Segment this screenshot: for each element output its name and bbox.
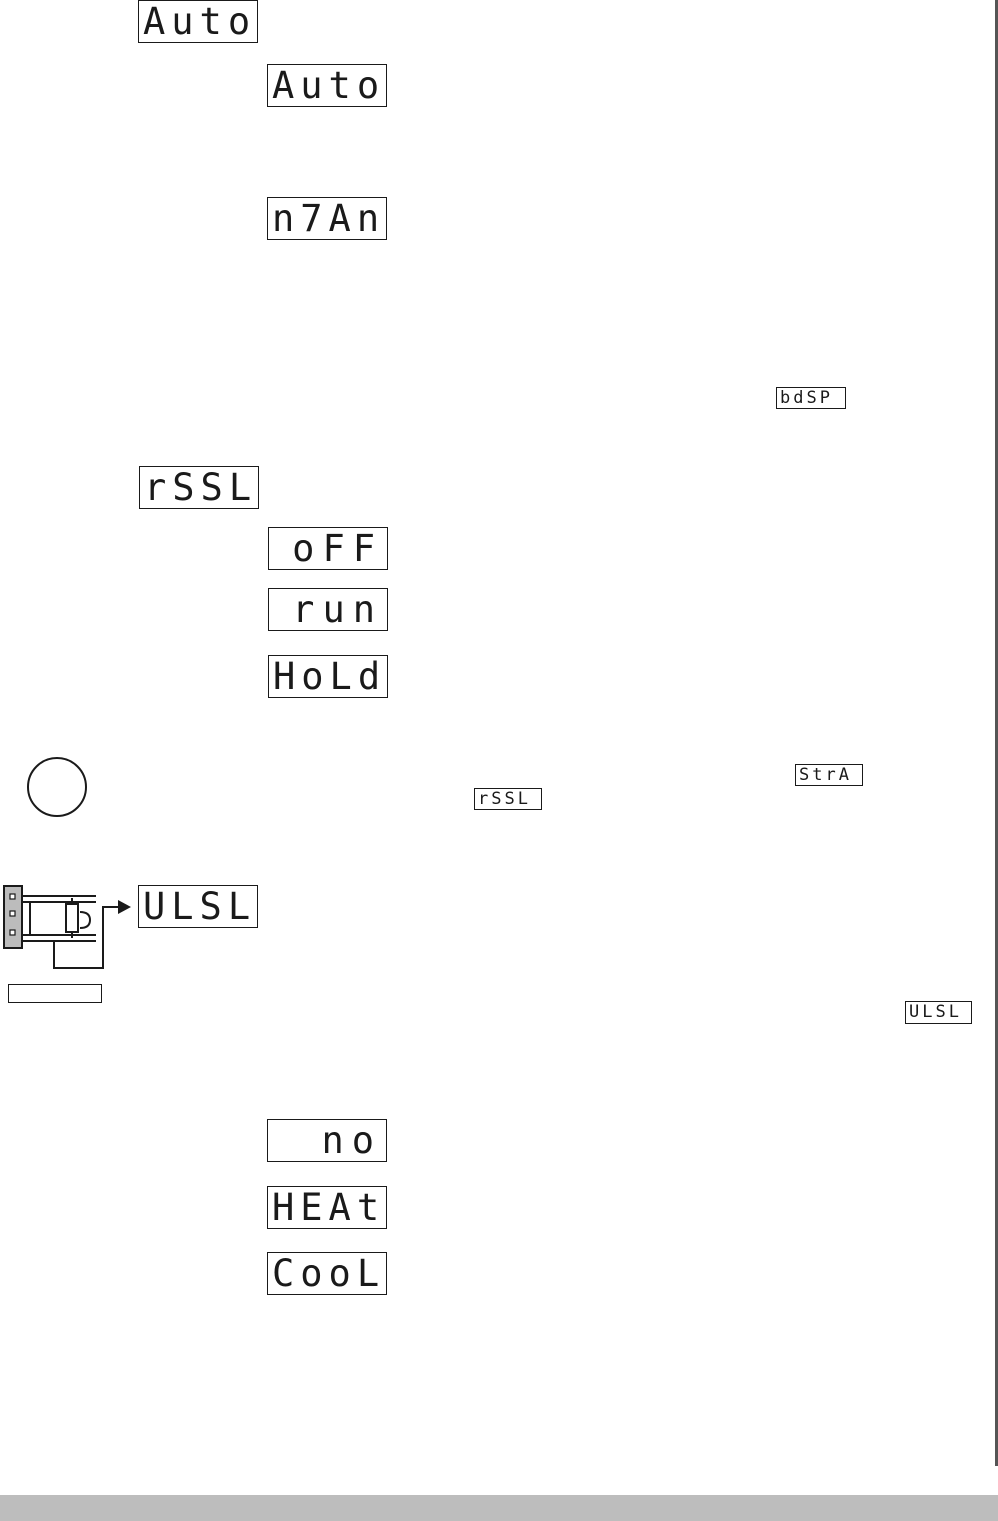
stra-inline-display: StrA [795, 764, 863, 786]
off-option-display: oFF [268, 527, 388, 570]
display-text: HoLd [273, 655, 387, 698]
bdsp-inline-display: bdSP [776, 387, 846, 409]
run-option-display: run [268, 588, 388, 631]
display-text: bdSP [780, 387, 833, 408]
rssl-inline-display: rSSL [474, 788, 542, 810]
arrow-right-icon [118, 900, 131, 914]
display-text: ULSL [909, 1002, 962, 1022]
display-text: Auto [143, 0, 257, 43]
display-text: Auto [272, 64, 386, 107]
display-text: StrA [799, 764, 852, 785]
display-text: CooL [272, 1252, 386, 1295]
display-text: run [292, 588, 383, 631]
manual-option-display: n7An [267, 197, 387, 240]
cool-option-display: CooL [267, 1252, 387, 1295]
ulsl-parameter-display: ULSL [138, 885, 258, 928]
auto-parameter-display: Auto [138, 0, 258, 43]
no-option-display: no [267, 1119, 387, 1162]
display-text: no [321, 1119, 382, 1162]
hold-option-display: HoLd [268, 655, 388, 698]
display-text: rSSL [144, 466, 258, 509]
rssl-parameter-display: rSSL [139, 466, 259, 509]
display-text: ULSL [143, 885, 257, 928]
right-margin-line [995, 0, 998, 1466]
display-text: rSSL [478, 788, 531, 809]
display-text: HEAt [272, 1186, 386, 1229]
auto-option-display: Auto [267, 64, 387, 107]
footer-bar [0, 1495, 998, 1521]
panel-mount-icon [3, 885, 131, 969]
heat-option-display: HEAt [267, 1186, 387, 1229]
display-text: n7An [272, 197, 386, 240]
ulsl-inline-display: ULSL [905, 1001, 972, 1024]
device-caption-box [8, 984, 102, 1003]
note-circle-icon [27, 757, 87, 817]
display-text: oFF [292, 527, 383, 570]
